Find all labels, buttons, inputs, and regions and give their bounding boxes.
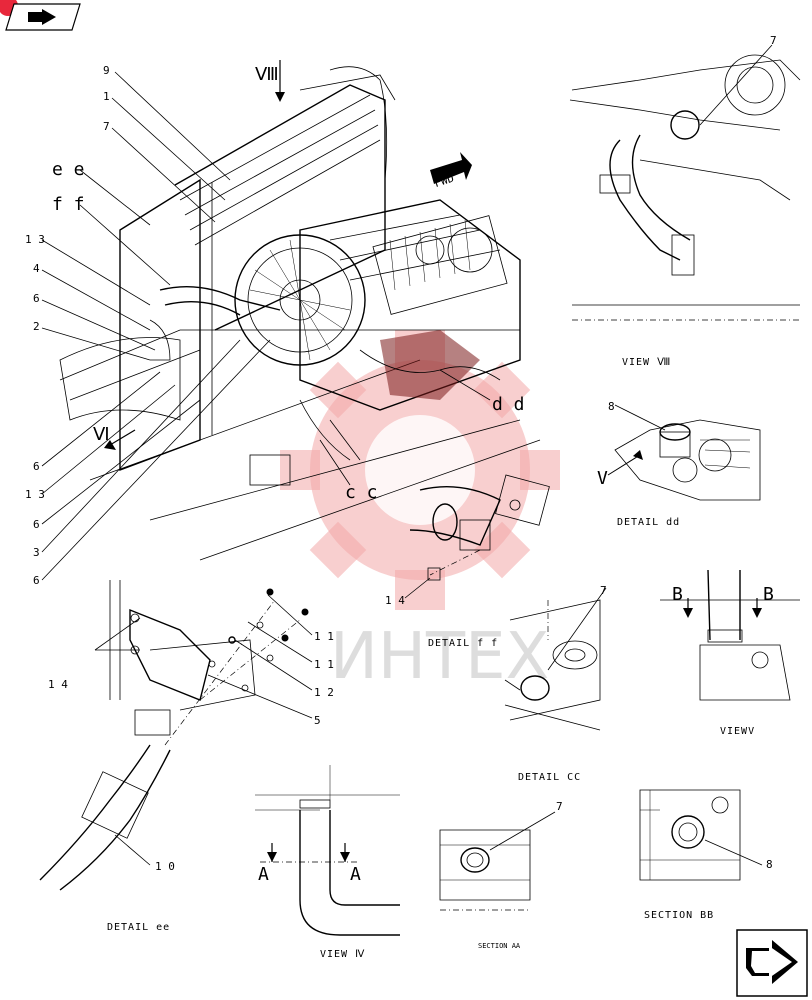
callout-9: 9: [103, 64, 110, 77]
detail-dd-drawing: [607, 404, 761, 501]
callout-7: 7: [103, 120, 110, 133]
arrow-label-vi: Ⅵ: [93, 424, 110, 445]
section-mark-b: B: [763, 584, 774, 605]
callout-11: 1 1: [314, 658, 334, 671]
detail-cc-drawing: [504, 587, 607, 731]
callout-ee: e e: [52, 159, 85, 180]
detail-ff-drawing: [404, 474, 550, 599]
arrow-label-viii: Ⅷ: [255, 64, 279, 85]
callout-6: 6: [33, 292, 40, 305]
next-page-arrow-icon[interactable]: [736, 929, 808, 997]
callout-6: 6: [33, 518, 40, 531]
leader-lines: [41, 71, 491, 581]
caption-section-aa: SECTION AA: [478, 942, 521, 950]
view-v-drawing: [660, 569, 800, 701]
callout-6: 6: [33, 574, 40, 587]
caption-detail-cc: DETAIL CC: [518, 772, 581, 783]
caption-detail-dd: DETAIL dd: [617, 517, 680, 528]
captions: VIEW Ⅷ DETAIL dd DETAIL f f VIEWV DETAIL…: [107, 357, 755, 960]
callout-5: 5: [314, 714, 321, 727]
section-bb-drawing: [639, 789, 763, 881]
callout-14: 1 4: [48, 678, 68, 691]
caption-detail-ff: DETAIL f f: [428, 638, 498, 649]
callout-11: 1 1: [314, 630, 334, 643]
callout-6: 6: [33, 460, 40, 473]
callout-13: 1 3: [25, 488, 45, 501]
caption-view-iv: VIEW Ⅳ: [320, 949, 365, 960]
callout-8: 8: [766, 858, 773, 871]
caption-detail-ee: DETAIL ee: [107, 922, 170, 933]
nav-arrow-icon[interactable]: [0, 0, 81, 31]
watermark-text: ИНТЕХ: [330, 620, 549, 694]
callout-7: 7: [770, 34, 777, 47]
caption-view-viii: VIEW Ⅷ: [622, 357, 671, 368]
callout-7: 7: [600, 584, 607, 597]
callout-13: 1 3: [25, 233, 45, 246]
callout-14: 1 4: [385, 594, 405, 607]
section-mark-a: A: [258, 864, 269, 885]
callout-1: 1: [103, 90, 110, 103]
callout-cc: c c: [345, 482, 378, 503]
callout-V: V: [597, 468, 608, 489]
callout-2: 2: [33, 320, 40, 333]
callout-labels: 9 1 7 e e f f 1 3 4 6 2 6 1 3 6 3 6 d d …: [25, 34, 777, 885]
callout-8: 8: [608, 400, 615, 413]
section-aa-drawing: [439, 811, 556, 911]
caption-view-v: VIEWV: [720, 726, 755, 737]
fwd-label: FWD: [433, 172, 456, 191]
section-mark-b: B: [672, 584, 683, 605]
view-iv-drawing: [255, 765, 400, 936]
callout-10: 1 0: [155, 860, 175, 873]
callout-7: 7: [556, 800, 563, 813]
callout-3: 3: [33, 546, 40, 559]
callout-4: 4: [33, 262, 40, 275]
view-viii-drawing: [569, 44, 801, 321]
callout-ff: f f: [52, 194, 85, 215]
section-mark-a: A: [350, 864, 361, 885]
callout-12: 1 2: [314, 686, 334, 699]
caption-section-bb: SECTION BB: [644, 910, 714, 921]
detail-ee-drawing: [39, 580, 313, 891]
main-assembly: [59, 60, 541, 561]
callout-dd: d d: [492, 394, 525, 415]
